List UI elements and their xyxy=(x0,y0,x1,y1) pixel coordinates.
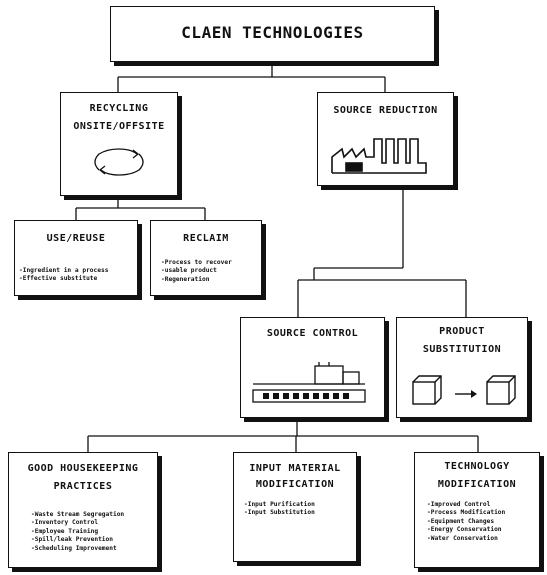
input-material-list: Input Purification Input Substitution xyxy=(244,501,315,518)
list-item: Improved Control xyxy=(427,501,505,509)
list-item: Inventory Control xyxy=(31,519,124,527)
good-housekeeping-title-line1: GOOD HOUSEKEEPING xyxy=(27,463,139,474)
list-item: Input Substitution xyxy=(244,509,315,517)
list-item: Spill/leak Prevention xyxy=(31,536,124,544)
factory-outline-icon xyxy=(331,138,427,174)
list-item: Effective substitute xyxy=(19,275,108,283)
input-material-title-line1: INPUT MATERIAL xyxy=(249,463,341,474)
list-item: Water Conservation xyxy=(427,535,505,543)
use-reuse-title: USE/REUSE xyxy=(46,233,106,244)
recycling-title-line1: RECYCLING xyxy=(89,103,149,114)
good-housekeeping-list: Waste Stream Segregation Inventory Contr… xyxy=(31,511,124,553)
list-item: Waste Stream Segregation xyxy=(31,511,124,519)
good-housekeeping-box: GOOD HOUSEKEEPING PRACTICES Waste Stream… xyxy=(8,452,158,568)
recycle-arrows-icon xyxy=(94,148,144,176)
product-substitution-title-line2: SUBSTITUTION xyxy=(422,344,502,355)
technology-modification-title-line1: TECHNOLOGY xyxy=(444,461,510,472)
list-item: Ingredient in a process xyxy=(19,267,109,275)
reclaim-list: Process to recover usable product Regene… xyxy=(161,259,232,284)
technology-modification-title-line2: MODIFICATION xyxy=(437,479,517,490)
product-substitution-title-line1: PRODUCT xyxy=(439,326,485,337)
list-item: Process Modification xyxy=(427,509,506,517)
source-control-box: SOURCE CONTROL xyxy=(240,317,385,418)
list-item: usable product xyxy=(161,267,232,275)
technology-modification-list: Improved Control Process Modification Eq… xyxy=(427,501,506,543)
reclaim-box: RECLAIM Process to recover usable produc… xyxy=(150,220,262,296)
list-item: Equipment Changes xyxy=(427,518,505,526)
input-material-title-line2: MODIFICATION xyxy=(255,479,335,490)
recycling-box: RECYCLING ONSITE/OFFSITE xyxy=(60,92,178,196)
technology-modification-box: TECHNOLOGY MODIFICATION Improved Control… xyxy=(414,452,540,568)
list-item: Process to recover xyxy=(161,259,232,267)
list-item: Energy Conservation xyxy=(427,526,505,534)
source-reduction-box: SOURCE REDUCTION xyxy=(317,92,454,186)
use-reuse-box: USE/REUSE Ingredient in a process Effect… xyxy=(14,220,138,296)
main-title: CLAEN TECHNOLOGIES xyxy=(181,23,364,42)
list-item: Scheduling Improvement xyxy=(31,545,124,553)
reclaim-title: RECLAIM xyxy=(183,233,229,244)
cube-to-cube-icon xyxy=(412,375,516,405)
good-housekeeping-title-line2: PRACTICES xyxy=(53,481,113,492)
list-item: Employee Training xyxy=(31,528,124,536)
recycling-title-line2: ONSITE/OFFSITE xyxy=(73,121,165,132)
source-control-title: SOURCE CONTROL xyxy=(266,328,359,339)
product-substitution-box: PRODUCT SUBSTITUTION xyxy=(396,317,528,418)
use-reuse-list: Ingredient in a process Effective substi… xyxy=(19,267,109,284)
list-item: Regeneration xyxy=(161,276,232,284)
main-title-box: CLAEN TECHNOLOGIES xyxy=(110,6,435,62)
conveyor-machine-icon xyxy=(252,362,366,403)
input-material-box: INPUT MATERIAL MODIFICATION Input Purifi… xyxy=(233,452,357,562)
list-item: Input Purification xyxy=(244,501,315,509)
source-reduction-title: SOURCE REDUCTION xyxy=(333,105,438,116)
